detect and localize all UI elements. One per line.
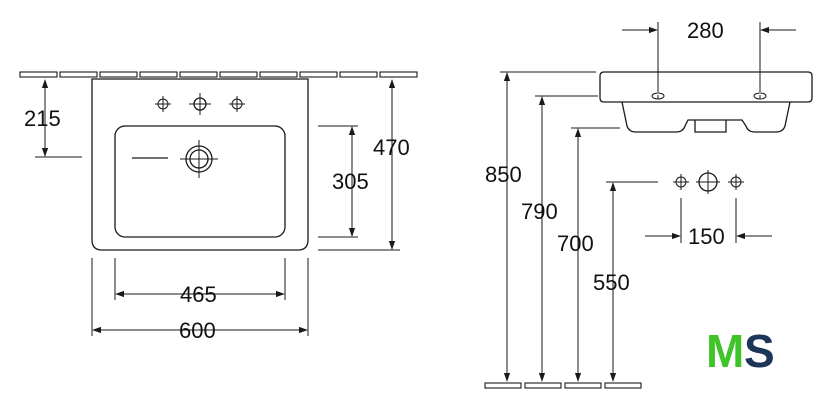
dim-700-label: 700 — [557, 231, 594, 256]
siphon-outlet — [694, 120, 727, 133]
logo-letter-m: M — [706, 325, 744, 377]
tap-hole-crosshair-icon — [673, 174, 689, 190]
basin-profile — [599, 71, 813, 103]
dim-790-label: 790 — [521, 199, 558, 224]
tap-hole-crosshair-icon — [229, 96, 245, 112]
tap-hole-crosshair-icon — [728, 174, 744, 190]
dim-150-label: 150 — [688, 224, 725, 249]
logo-letter-s: S — [744, 325, 775, 377]
basin-bowl-underside — [621, 101, 791, 133]
dim-600-label: 600 — [179, 318, 216, 343]
dim-465-label: 465 — [180, 282, 217, 307]
dim-550-label: 550 — [593, 270, 630, 295]
top-view: 215 470 305 465 600 — [19, 71, 418, 343]
tap-hole-icon — [189, 93, 211, 115]
ms-logo: M S — [706, 325, 775, 377]
dim-850-label: 850 — [485, 162, 522, 187]
bowl-outline — [114, 125, 286, 238]
floor-tiles — [484, 382, 642, 389]
dim-215-label: 215 — [24, 106, 61, 131]
tap-hole-icon — [696, 170, 720, 194]
dim-305-label: 305 — [332, 169, 369, 194]
dim-280-label: 280 — [687, 18, 724, 43]
drain-icon — [180, 140, 218, 178]
wall-tiles-top — [19, 71, 418, 78]
dim-470-label: 470 — [373, 135, 410, 160]
front-view: 280 850 790 700 550 — [484, 18, 813, 389]
basin-outline — [91, 78, 309, 251]
tap-hole-crosshair-icon — [155, 96, 171, 112]
